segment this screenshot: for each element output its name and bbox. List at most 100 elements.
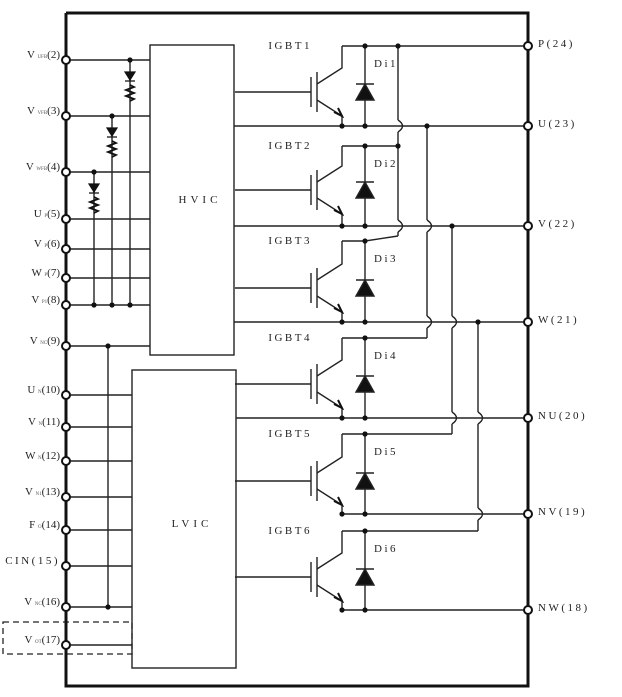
diode-label: Di6: [374, 543, 398, 555]
crossover-hop: [477, 507, 484, 521]
bootstrap-diode-icon: [87, 183, 101, 194]
collector: [316, 338, 343, 377]
left-pin-label: V WFB(4): [26, 161, 61, 173]
junction-dot: [362, 238, 368, 244]
hvic-block: [149, 44, 235, 356]
junction-dot: [109, 113, 115, 119]
diode-label: Di4: [374, 350, 398, 362]
left-pin-label: F O(14): [29, 519, 60, 531]
junction-dot: [362, 528, 368, 534]
igbt-2: [235, 145, 376, 227]
igbt-label: IGBT4: [268, 332, 312, 344]
junction-dot: [395, 143, 401, 149]
crossover-hop: [426, 315, 433, 329]
emitter-arrow-icon: [333, 205, 345, 217]
bootstrap-resistor-icon: [123, 84, 137, 102]
left-pin-terminal: [61, 390, 71, 400]
left-pin-terminal: [61, 300, 71, 310]
junction-dot: [362, 143, 368, 149]
freewheel-diode-icon: [354, 567, 376, 586]
left-pin-terminal: [61, 561, 71, 571]
right-pin-terminal: [523, 509, 533, 519]
collector: [316, 531, 343, 570]
bootstrap-diode-icon: [105, 127, 119, 138]
igbt-6: [235, 530, 376, 611]
left-pin-terminal: [61, 456, 71, 466]
collector: [316, 146, 343, 183]
left-pin-label: U P(5): [34, 208, 61, 220]
right-pin-label: U(23): [538, 118, 577, 130]
lvic-block: [131, 369, 237, 669]
diode-label: Di3: [374, 253, 398, 265]
left-pin-terminal: [61, 55, 71, 65]
left-pin-terminal: [61, 640, 71, 650]
emitter-arrow-icon: [333, 107, 345, 119]
junction-dot: [362, 319, 368, 325]
right-pin-terminal: [523, 605, 533, 615]
freewheel-diode-icon: [354, 180, 376, 199]
left-pin-terminal: [61, 244, 71, 254]
left-pin-label: V NC(9): [30, 335, 61, 347]
igbt-label: IGBT5: [268, 428, 312, 440]
left-pin-label: V OT(17): [25, 634, 61, 646]
igbt-1: [235, 45, 376, 127]
junction-dot: [339, 319, 345, 325]
junction-dot: [475, 319, 481, 325]
right-pin-terminal: [523, 121, 533, 131]
emitter-arrow-icon: [333, 592, 345, 604]
junction-dot: [362, 431, 368, 437]
crossover-hop: [477, 411, 484, 425]
emitter-arrow-icon: [333, 399, 345, 411]
junction-dot: [362, 511, 368, 517]
junction-dot: [395, 43, 401, 49]
crossover-hop: [397, 219, 404, 233]
left-pin-label: W P(7): [31, 267, 60, 279]
emitter: [316, 584, 343, 610]
diode-label: Di1: [374, 58, 398, 70]
left-pin-label: V N(11): [28, 416, 60, 428]
junction-dot: [339, 607, 345, 613]
left-pin-terminal: [61, 273, 71, 283]
junction-dot: [362, 607, 368, 613]
crossover-hop: [451, 315, 458, 329]
junction-dot: [339, 223, 345, 229]
diode-label: Di5: [374, 446, 398, 458]
left-pin-label: V VFB(3): [27, 105, 60, 117]
right-pin-terminal: [523, 221, 533, 231]
junction-dot: [339, 511, 345, 517]
left-pin-label: CIN(15): [5, 555, 60, 567]
igbt-label: IGBT6: [268, 525, 312, 537]
right-pin-terminal: [523, 317, 533, 327]
emitter: [316, 99, 343, 126]
emitter: [316, 295, 343, 322]
p-bus: [364, 235, 399, 242]
junction-dot: [362, 223, 368, 229]
junction-dot: [362, 415, 368, 421]
junction-dot: [127, 302, 133, 308]
igbt-label: IGBT2: [268, 140, 312, 152]
junction-dot: [362, 43, 368, 49]
bootstrap-resistor-icon: [105, 140, 119, 158]
junction-dot: [424, 123, 430, 129]
collector: [316, 46, 343, 85]
left-pin-terminal: [61, 111, 71, 121]
right-pin-label: P(24): [538, 38, 575, 50]
left-pin-label: V P(6): [34, 238, 60, 250]
junction-dot: [362, 335, 368, 341]
freewheel-diode-icon: [354, 471, 376, 490]
junction-dot: [339, 123, 345, 129]
lvic-label: LVIC: [172, 518, 213, 530]
junction-dot: [105, 343, 111, 349]
hvic-label: HVIC: [179, 194, 222, 206]
freewheel-diode-icon: [354, 278, 376, 297]
igbt-3: [235, 240, 376, 323]
collector: [316, 434, 343, 474]
diode-label: Di2: [374, 158, 398, 170]
crossover-hop: [451, 411, 458, 425]
right-pin-label: NV(19): [538, 506, 587, 518]
junction-dot: [449, 223, 455, 229]
junction-dot: [127, 57, 133, 63]
right-pin-label: NU(20): [538, 410, 587, 422]
crossover-hop: [426, 219, 433, 233]
